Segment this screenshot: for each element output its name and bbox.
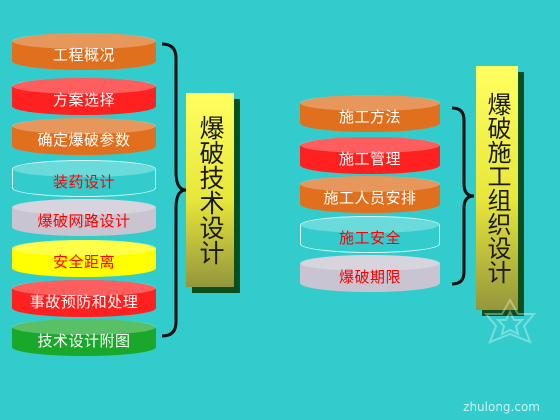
left-title-box: 爆破技术设计 bbox=[186, 93, 234, 287]
left-brace bbox=[161, 42, 187, 338]
disk-scheme-selection: 方案选择 bbox=[12, 78, 156, 115]
disk-blast-parameters: 确定爆破参数 bbox=[12, 118, 156, 155]
left-title-text: 爆破技术设计 bbox=[196, 115, 225, 265]
disk-blast-schedule: 爆破期限 bbox=[300, 255, 440, 292]
disk-construction-management: 施工管理 bbox=[300, 137, 440, 174]
disk-label: 装药设计 bbox=[52, 173, 115, 191]
disk-label: 施工安全 bbox=[338, 229, 401, 247]
disk-label: 安全距离 bbox=[52, 253, 115, 271]
disk-label: 工程概况 bbox=[52, 46, 115, 64]
disk-staff-arrangement: 施工人员安排 bbox=[300, 176, 440, 213]
disk-network-design: 爆破网路设计 bbox=[12, 199, 156, 236]
disk-label: 技术设计附图 bbox=[37, 332, 131, 350]
disk-label: 施工人员安排 bbox=[323, 189, 417, 207]
disk-label: 施工方法 bbox=[338, 108, 401, 126]
disk-construction-safety: 施工安全 bbox=[300, 216, 440, 253]
right-brace bbox=[451, 106, 475, 286]
disk-label: 事故预防和处理 bbox=[29, 293, 139, 311]
watermark-logo-icon bbox=[483, 297, 537, 344]
disk-construction-method: 施工方法 bbox=[300, 95, 440, 132]
disk-accident-prevention: 事故预防和处理 bbox=[12, 280, 156, 317]
disk-label: 方案选择 bbox=[52, 91, 115, 109]
watermark-text: zhulong.com bbox=[463, 400, 540, 414]
right-title-box: 爆破施工组织设计 bbox=[476, 66, 518, 310]
disk-project-overview: 工程概况 bbox=[12, 33, 156, 70]
disk-charge-design: 装药设计 bbox=[12, 160, 156, 197]
disk-technical-drawings: 技术设计附图 bbox=[12, 319, 156, 356]
disk-label: 确定爆破参数 bbox=[37, 131, 131, 149]
disk-label: 爆破网路设计 bbox=[37, 212, 131, 230]
right-title-text: 爆破施工组织设计 bbox=[483, 92, 511, 284]
disk-label: 施工管理 bbox=[338, 150, 401, 168]
disk-safety-distance: 安全距离 bbox=[12, 240, 156, 277]
disk-label: 爆破期限 bbox=[338, 268, 401, 286]
